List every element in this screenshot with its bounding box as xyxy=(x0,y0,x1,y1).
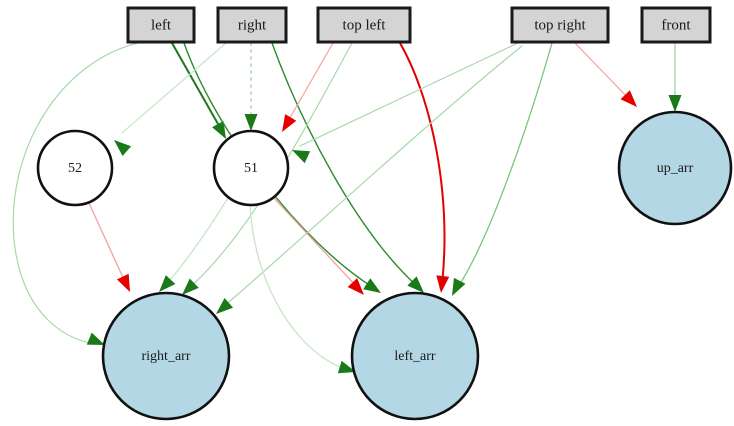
node-top_right[interactable]: top right xyxy=(510,6,610,44)
node-label: 51 xyxy=(244,161,258,176)
edge-n51-to-left_arr xyxy=(249,205,356,374)
node-box-shape[interactable] xyxy=(510,6,610,44)
edge-right-to-left_arr xyxy=(271,42,424,293)
node-box-shape[interactable] xyxy=(316,6,412,44)
node-circle-shape[interactable] xyxy=(212,129,290,207)
arrowhead-green-icon xyxy=(212,120,226,139)
edge-top_right-to-n51 xyxy=(292,42,519,164)
arrowhead-green-icon xyxy=(86,332,105,345)
node-circle-shape[interactable] xyxy=(36,129,114,207)
edge-line xyxy=(574,42,632,102)
node-label: left_arr xyxy=(394,349,436,364)
arrowhead-red-icon xyxy=(282,114,297,132)
node-label: right xyxy=(238,17,267,33)
node-n51[interactable]: 51 xyxy=(212,129,290,207)
arrowhead-green-icon xyxy=(114,140,132,157)
edge-line xyxy=(299,42,519,147)
arrowhead-red-icon xyxy=(436,275,450,293)
edge-n51-to-right_arr xyxy=(159,197,229,292)
node-label: front xyxy=(661,17,691,33)
node-box-shape[interactable] xyxy=(216,6,288,44)
arrowhead-red-icon xyxy=(347,278,364,295)
node-n52[interactable]: 52 xyxy=(36,129,114,207)
edge-line xyxy=(12,42,139,345)
node-right_arr[interactable]: right_arr xyxy=(101,291,231,421)
edge-line xyxy=(87,200,127,285)
node-label: top right xyxy=(534,17,586,33)
arrowhead-red-icon xyxy=(620,90,637,107)
edge-line xyxy=(455,42,553,291)
edge-n51-to-left_arr xyxy=(271,195,364,295)
node-left_arr[interactable]: left_arr xyxy=(350,291,480,421)
edge-right-to-n52 xyxy=(114,42,227,157)
arrowhead-red-icon xyxy=(116,273,130,292)
arrowhead-green-icon xyxy=(337,360,356,374)
edge-line xyxy=(271,42,419,288)
arrowhead-green-icon xyxy=(452,277,466,296)
edge-left-to-n51 xyxy=(171,42,226,139)
node-left[interactable]: left xyxy=(126,6,196,44)
arrowhead-green-icon xyxy=(363,278,381,293)
edge-front-to-up_arr xyxy=(668,42,682,112)
edge-left-to-right_arr xyxy=(12,42,139,345)
edge-line xyxy=(249,205,349,371)
edge-top_right-to-up_arr xyxy=(574,42,637,107)
node-label: up_arr xyxy=(657,161,694,176)
edge-line xyxy=(171,42,223,132)
node-up_arr[interactable]: up_arr xyxy=(617,110,733,226)
node-top_left[interactable]: top left xyxy=(316,6,412,44)
edge-top_right-to-left_arr xyxy=(452,42,553,296)
arrowhead-green-icon xyxy=(244,114,258,131)
arrowhead-green-icon xyxy=(182,278,199,295)
nodes-layer: left right top left top right front 52 51 right… xyxy=(36,6,733,421)
edge-right-to-n51 xyxy=(244,42,258,131)
node-circle-shape[interactable] xyxy=(350,291,480,421)
edge-top_right-to-right_arr xyxy=(216,45,523,314)
node-box-shape[interactable] xyxy=(640,6,712,44)
edge-top_left-to-n51 xyxy=(282,42,334,132)
arrowhead-green-icon xyxy=(216,297,234,314)
node-label: 52 xyxy=(68,161,82,176)
edge-line xyxy=(399,42,446,286)
edge-top_left-to-left_arr xyxy=(399,42,450,293)
edge-line xyxy=(221,45,523,309)
node-front[interactable]: front xyxy=(640,6,712,44)
arrowhead-green-icon xyxy=(407,276,424,293)
node-label: top left xyxy=(343,17,387,33)
edge-line xyxy=(286,42,334,124)
edge-line xyxy=(121,42,227,134)
node-box-shape[interactable] xyxy=(126,6,196,44)
node-circle-shape[interactable] xyxy=(617,110,733,226)
node-label: left xyxy=(151,17,172,33)
edge-line xyxy=(163,197,229,287)
arrowhead-green-icon xyxy=(292,150,311,164)
node-label: right_arr xyxy=(142,349,191,364)
arrowhead-green-icon xyxy=(668,95,682,112)
edge-line xyxy=(271,195,359,289)
edge-n52-to-right_arr xyxy=(87,200,130,292)
node-right[interactable]: right xyxy=(216,6,288,44)
node-circle-shape[interactable] xyxy=(101,291,231,421)
arrowhead-green-icon xyxy=(159,275,176,292)
